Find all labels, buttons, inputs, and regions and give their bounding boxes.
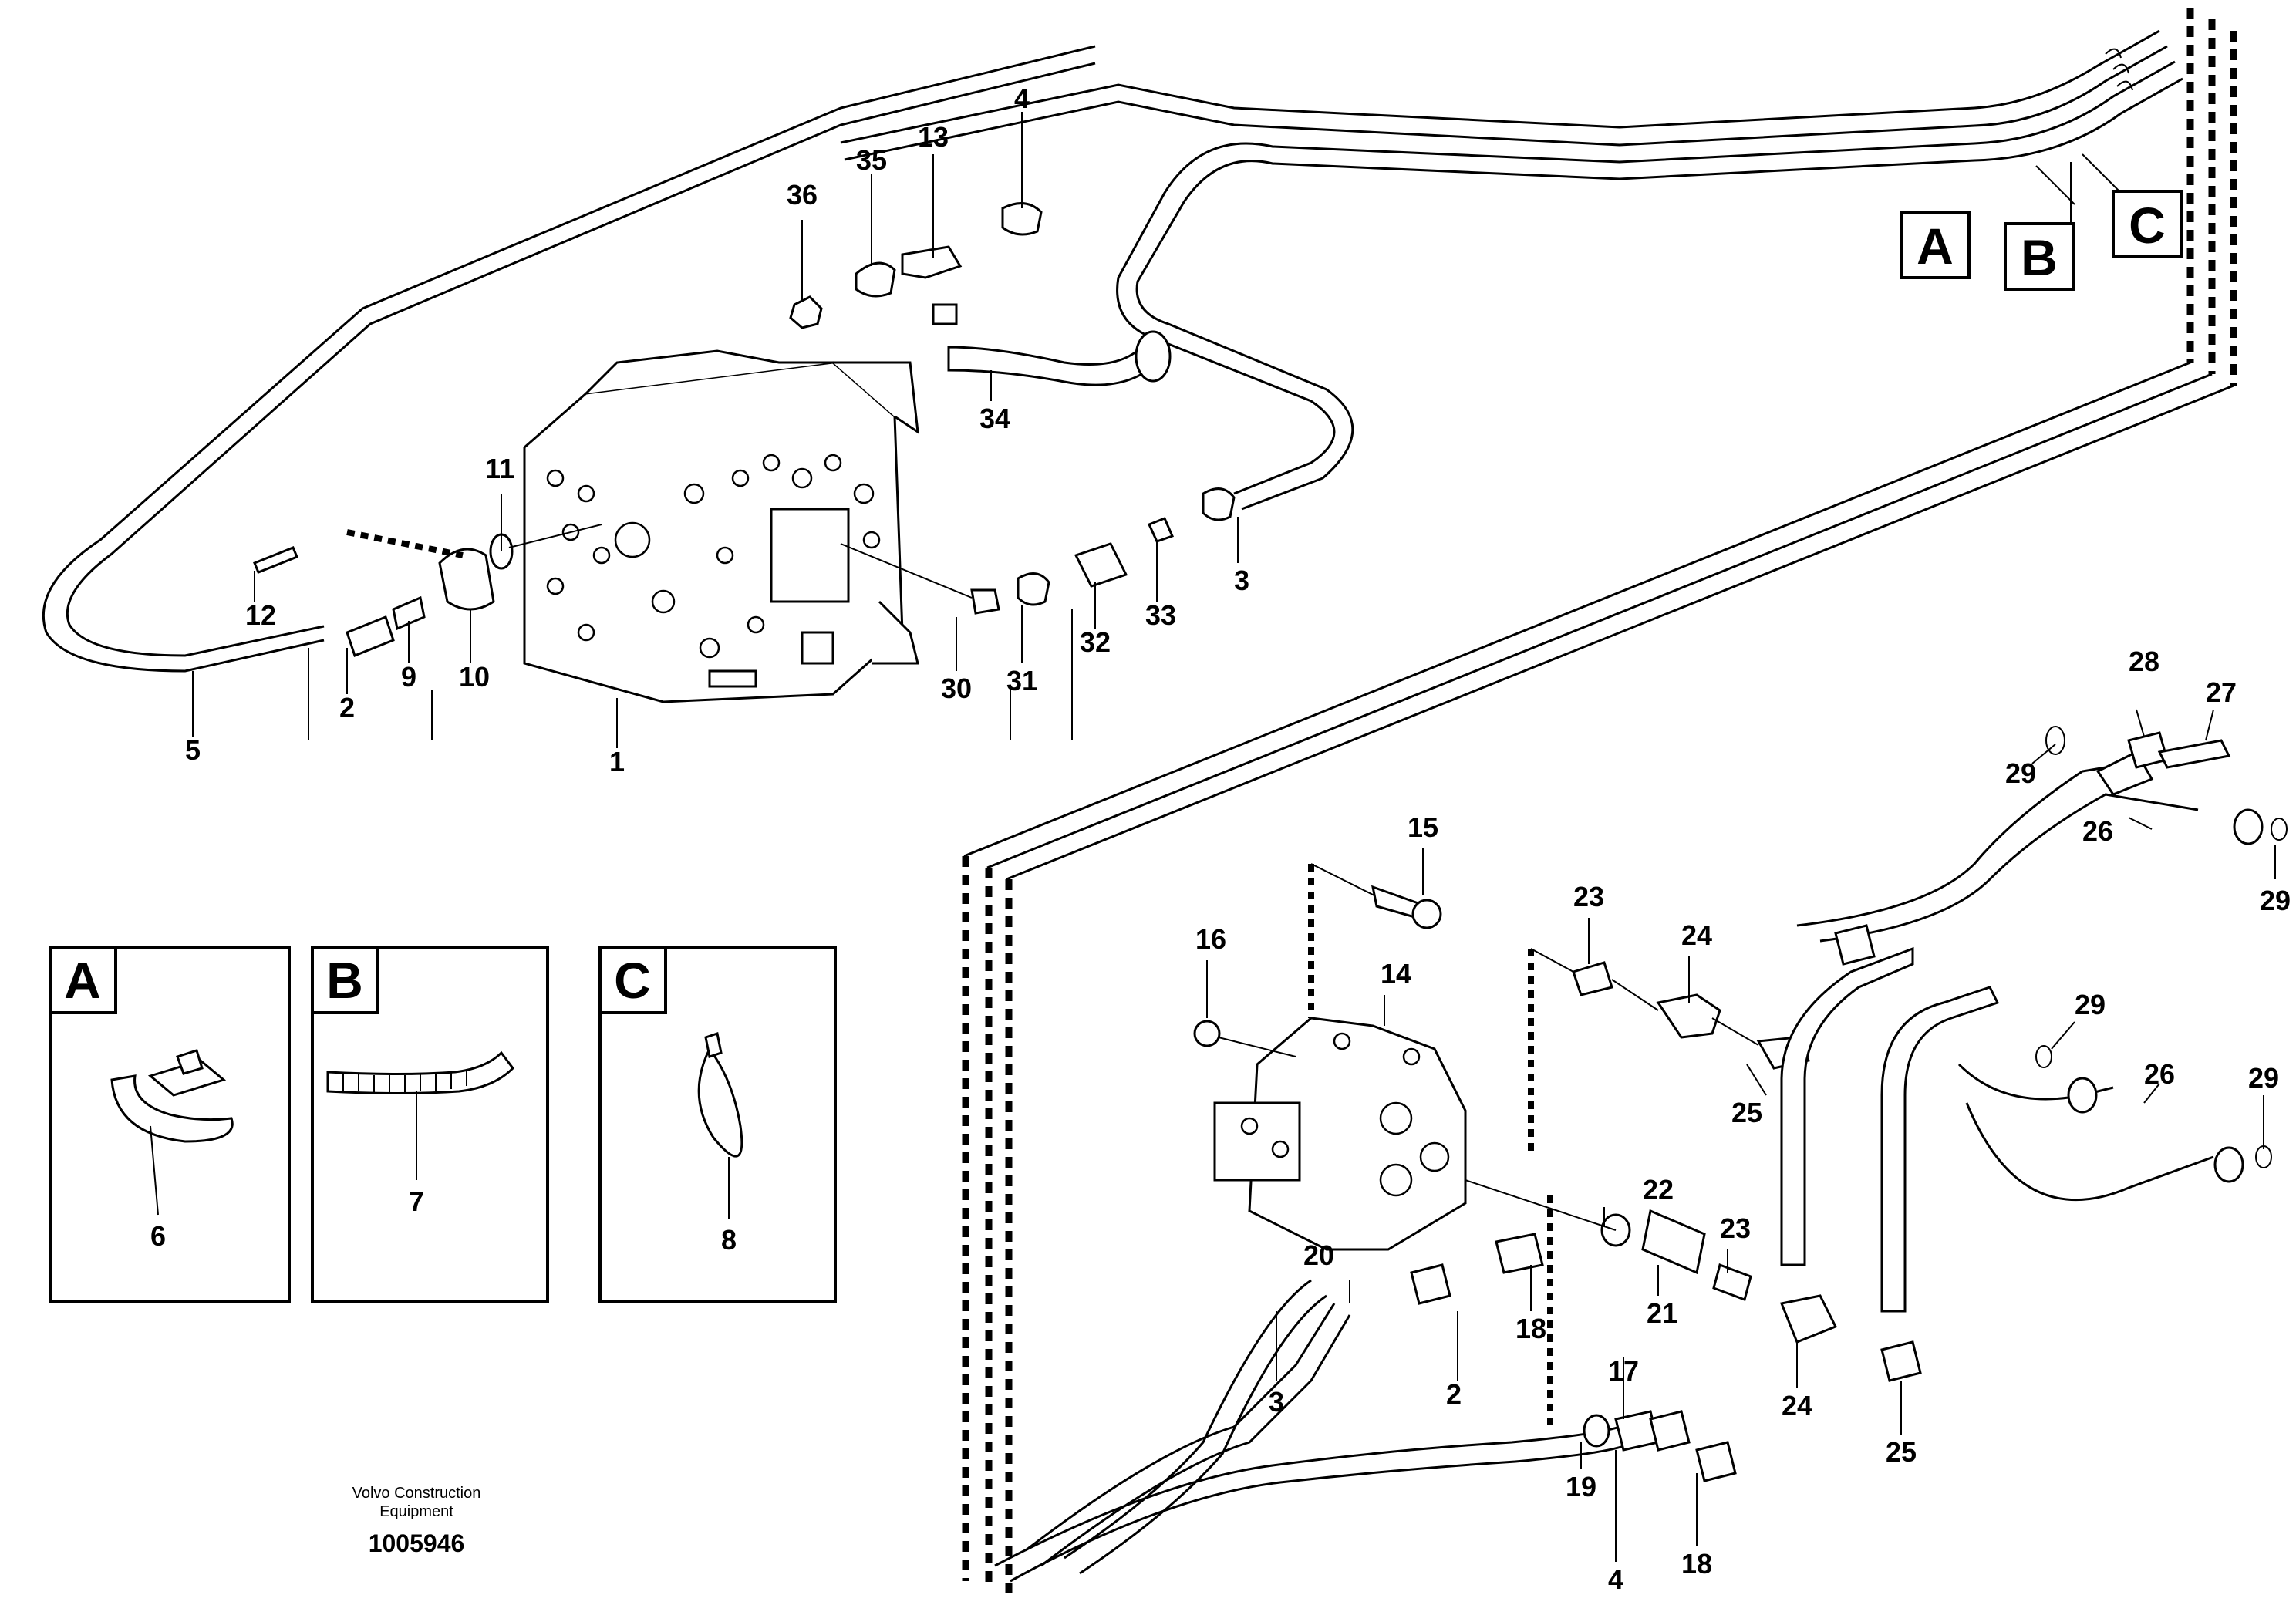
detail-box-c-part: 8 [721,1224,737,1256]
callout-r20: 20 [1303,1239,1334,1271]
section-tag-b [2004,222,2075,291]
callout-r16: 16 [1195,923,1226,955]
callout-r18a: 18 [1515,1313,1546,1344]
auxiliary-valve-assembly [994,726,2288,1583]
protective-sleeve-icon [326,1050,514,1094]
callout-2: 2 [339,692,355,723]
callout-r25b: 25 [1886,1436,1917,1468]
section-tags: A B C [1900,190,2183,291]
callout-r17: 17 [1608,1355,1639,1387]
upper-fittings [253,202,1236,740]
callout-r28: 28 [2129,646,2159,677]
detail-box-a-letter: A [64,952,101,1009]
callout-3: 3 [1234,565,1249,596]
section-tag-a [1900,211,1971,279]
callout-34: 34 [979,403,1010,434]
detail-box-a: A 6 [49,946,291,1303]
callout-r2: 2 [1446,1378,1462,1410]
callout-33: 33 [1145,599,1176,631]
callout-numbers: 1 2 3 4 5 9 10 11 12 13 30 31 32 33 34 3… [185,83,2291,1595]
callout-36: 36 [787,179,818,211]
callout-r14: 14 [1381,958,1411,990]
section-tag-c-label: C [2129,197,2166,254]
callout-r21: 21 [1647,1297,1677,1329]
callout-r26b: 26 [2144,1058,2175,1090]
section-tag-b-label: B [2021,229,2058,286]
callout-32: 32 [1080,626,1111,658]
section-tag-c [2112,190,2183,258]
callout-r27: 27 [2206,676,2237,708]
callout-r29c: 29 [2075,989,2106,1020]
credit-line-1: Volvo Construction [352,1485,481,1502]
callout-4: 4 [1014,83,1030,114]
callout-13: 13 [918,121,949,153]
detail-box-c: C 8 [598,946,837,1303]
callout-r18b: 18 [1681,1548,1712,1580]
callout-31: 31 [1006,665,1037,696]
hose-clamp-icon [110,1049,234,1143]
callout-r23b: 23 [1720,1212,1751,1244]
callout-r19: 19 [1566,1471,1596,1502]
callout-35: 35 [856,144,887,176]
callout-r4: 4 [1608,1563,1623,1595]
callout-leaders-upper [192,112,2122,748]
callout-10: 10 [459,661,490,693]
callout-leaders-lower [1206,709,2276,1562]
callout-r23a: 23 [1573,881,1604,912]
hose-bundle-top [42,8,2237,1597]
credit-line-2: Equipment [379,1503,453,1520]
callout-r24a: 24 [1681,919,1712,951]
callout-r29a: 29 [2005,757,2036,789]
callout-30: 30 [941,673,972,704]
callout-r26a: 26 [2082,815,2113,847]
detail-box-b-letter: B [326,952,363,1009]
callout-5: 5 [185,734,201,766]
callout-12: 12 [245,599,276,631]
callout-11: 11 [485,453,514,484]
detail-box-b-part: 7 [409,1185,424,1217]
cable-tie-icon [697,1032,743,1158]
control-valve-block [523,349,919,703]
detail-box-b: B 7 [311,946,549,1303]
callout-r22: 22 [1643,1174,1674,1206]
callout-r15: 15 [1408,811,1438,843]
callout-r25a: 25 [1731,1097,1762,1128]
drawing-credit: Volvo Construction Equipment 1005946 [352,1485,481,1557]
section-tag-a-label: A [1917,218,1954,275]
detail-box-a-part: 6 [150,1220,166,1252]
callout-r29d: 29 [2248,1062,2279,1094]
detail-box-c-letter: C [614,952,651,1009]
callout-1: 1 [609,746,625,777]
callout-r24b: 24 [1782,1390,1812,1421]
callout-r3: 3 [1269,1386,1284,1418]
callout-r29b: 29 [2260,885,2291,916]
drawing-number: 1005946 [369,1529,465,1557]
callout-9: 9 [401,661,416,693]
